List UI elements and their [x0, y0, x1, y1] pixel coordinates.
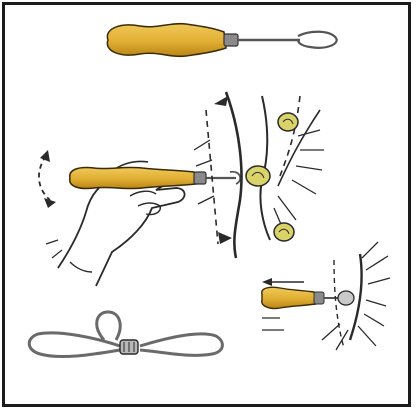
loop-cord-right — [140, 334, 222, 355]
rotate-arrow-icon — [39, 156, 50, 200]
tied-loop-cord — [29, 312, 222, 357]
hand-twisting-tool — [39, 150, 240, 286]
loop-cord-left — [29, 333, 120, 357]
tool-handle — [107, 24, 226, 57]
knot-detail-top-right — [194, 92, 324, 258]
tool-ferrule — [224, 34, 238, 46]
knot-bead-bottom — [274, 223, 294, 241]
tool-with-loop — [107, 24, 336, 57]
loop-cord-top-ring — [97, 312, 120, 340]
held-tool-handle — [70, 167, 196, 188]
knot-bead-center — [246, 166, 270, 186]
rotate-arrowhead-top-icon — [40, 150, 50, 162]
small-tool-handle — [262, 287, 316, 308]
knot-bead-top — [278, 113, 298, 131]
knot-detail-bottom-right — [262, 242, 390, 350]
knot-bead-small — [338, 291, 354, 305]
wire-loop — [298, 32, 337, 48]
